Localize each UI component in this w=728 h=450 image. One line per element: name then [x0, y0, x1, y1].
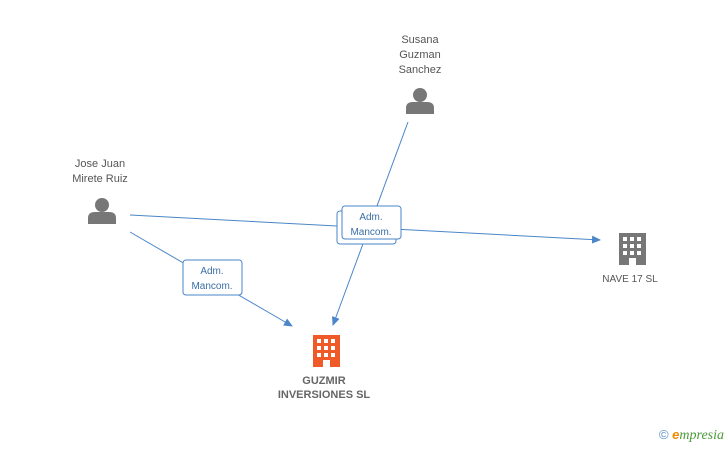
edge-label-badge-left[interactable]: Adm. Mancom.	[182, 259, 243, 296]
badge-center-line2: Mancom.	[350, 227, 391, 238]
node-label-nave[interactable]: NAVE 17 SL	[585, 272, 675, 287]
badge-center-line1: Adm.	[359, 212, 382, 223]
building-icon[interactable]	[313, 335, 340, 367]
copyright-symbol: ©	[658, 427, 669, 442]
person-icon[interactable]	[406, 88, 434, 114]
badge-left-line1: Adm.	[200, 266, 223, 277]
label-line: NAVE 17 SL	[602, 274, 658, 285]
node-label-jose[interactable]: Jose Juan Mirete Ruiz	[55, 157, 145, 187]
label-line: Guzman	[399, 49, 441, 61]
node-label-susana[interactable]: Susana Guzman Sanchez	[380, 33, 460, 78]
edge-label-badge-center[interactable]: Adm. Mancom.	[336, 205, 402, 245]
node-label-guzmir[interactable]: GUZMIR INVERSIONES SL	[264, 374, 384, 402]
label-line: Sanchez	[398, 64, 442, 76]
label-line: Mirete Ruiz	[72, 173, 128, 185]
badge-left-line2: Mancom.	[191, 281, 232, 292]
label-line: INVERSIONES SL	[277, 389, 371, 401]
label-line: Susana	[401, 34, 439, 46]
person-icon[interactable]	[88, 198, 116, 224]
brand-name: mpresia	[679, 428, 724, 443]
label-line: GUZMIR	[302, 375, 346, 387]
brand-initial: e	[672, 427, 680, 442]
label-line: Jose Juan	[74, 158, 126, 170]
building-icon[interactable]	[619, 233, 646, 265]
copyright-notice: © empresia	[659, 427, 724, 444]
